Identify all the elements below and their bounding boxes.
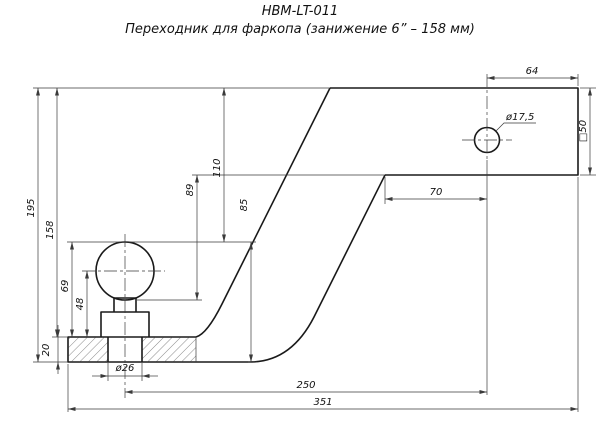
part-outline: [67, 87, 579, 363]
dim-195-label: 195: [26, 198, 37, 217]
dim-85: 85: [239, 199, 254, 363]
dim-square-50-label: □50: [578, 120, 589, 142]
dimensions: 64 ø17,5 □50 70 110 89 85: [26, 66, 593, 412]
dim-351-label: 351: [313, 397, 332, 408]
drawing-title-model: HBM-LT-011: [262, 4, 339, 19]
dim-stud-diameter: ø26: [92, 363, 158, 379]
dim-250-label: 250: [296, 380, 315, 391]
dim-250: 250: [124, 380, 488, 395]
dim-69-label: 69: [60, 280, 71, 293]
dim-20: 20: [41, 325, 61, 374]
drawing-title-description: Переходник для фаркопа (занижение 6” – 1…: [125, 22, 475, 37]
centerlines: [82, 74, 512, 398]
dim-64-label: 64: [526, 66, 539, 77]
dim-70-label: 70: [430, 187, 443, 198]
dim-351: 351: [67, 397, 579, 412]
drop-arm-upper-edge: [67, 87, 331, 363]
dim-158-label: 158: [45, 220, 56, 239]
dim-square-50: □50: [578, 87, 593, 176]
dim-stud-diameter-label: ø26: [115, 363, 135, 374]
dim-20-label: 20: [41, 344, 52, 357]
hatch-right: [142, 337, 196, 362]
dim-48: 48: [75, 270, 90, 338]
dim-110-label: 110: [212, 158, 223, 177]
hatch-left: [68, 337, 108, 362]
dim-70: 70: [384, 187, 488, 202]
dim-89-label: 89: [185, 184, 196, 197]
dim-158: 158: [45, 87, 60, 338]
dim-hole-diameter-label: ø17,5: [505, 112, 534, 123]
dim-69: 69: [60, 241, 75, 338]
dim-89: 89: [185, 174, 200, 301]
drop-arm-lower-edge: [249, 174, 386, 363]
hatching: [68, 337, 196, 362]
dim-195: 195: [26, 87, 41, 363]
dim-48-label: 48: [75, 298, 86, 311]
ball-stud-section: [107, 337, 143, 362]
dim-110: 110: [212, 87, 227, 243]
dim-64: 64: [486, 66, 579, 81]
dim-85-label: 85: [239, 199, 250, 212]
dim-hole-diameter: ø17,5: [495, 112, 536, 132]
shank-bar-outline: [330, 87, 579, 176]
ball-neck: [113, 297, 137, 312]
